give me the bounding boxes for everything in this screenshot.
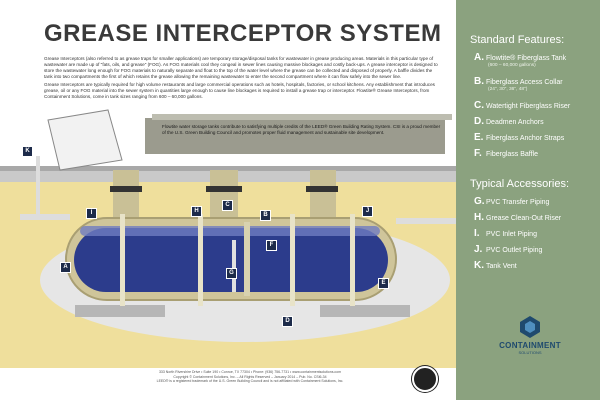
accessory-k: K.Tank Vent [474, 260, 517, 271]
feature-b: B.Fiberglass Access Collar (24", 30", 36… [474, 76, 563, 92]
label-k: K [22, 146, 33, 157]
anchor-strap-4 [350, 214, 355, 306]
label-f: F [266, 240, 277, 251]
tank-fluid [74, 228, 388, 292]
feature-label: Watertight Fiberglass Riser [486, 103, 571, 110]
poster-main: GREASE INTERCEPTOR SYSTEM Grease Interce… [0, 20, 456, 392]
outlet-pipe [396, 218, 456, 224]
accessory-j: J.PVC Outlet Piping [474, 244, 542, 255]
logo-name: CONTAINMENT [499, 341, 561, 350]
accessory-letter: J. [474, 244, 483, 255]
accessory-label: PVC Inlet Piping [486, 231, 537, 238]
typical-accessories-heading: Typical Accessories: [470, 178, 570, 190]
feature-d: D.Deadmen Anchors [474, 116, 544, 127]
transfer-pipe [232, 240, 236, 292]
feature-sub: (600 – 60,000 gallons) [488, 63, 536, 68]
accessory-label: Tank Vent [486, 263, 517, 270]
anchor-strap-2 [198, 214, 203, 306]
standard-features-heading: Standard Features: [470, 34, 565, 46]
label-g: G [226, 268, 237, 279]
accessory-label: PVC Transfer Piping [486, 199, 550, 206]
footer: 333 North Rivershire Drive • Suite 190 •… [100, 370, 400, 384]
feature-e: E.Fiberglass Anchor Straps [474, 132, 564, 143]
sidebar: Standard Features: A.Flowtite® Fiberglas… [456, 0, 600, 400]
feature-label: Fiberglass Access Collar [486, 79, 563, 86]
riser-left [113, 170, 139, 220]
building [145, 118, 445, 154]
accessory-i: I. PVC Inlet Piping [474, 228, 537, 239]
label-e: E [378, 278, 389, 289]
feature-letter: A. [474, 52, 484, 63]
accessory-letter: G. [474, 196, 485, 207]
feature-f: F. Fiberglass Baffle [474, 148, 538, 159]
feature-letter: E. [474, 132, 484, 143]
feature-letter: D. [474, 116, 484, 127]
riser-cap-right [306, 186, 338, 192]
label-b: B [260, 210, 271, 221]
feature-label: Fiberglass Anchor Straps [486, 135, 565, 142]
deadman-anchor-right [320, 305, 410, 317]
accessory-g: G.PVC Transfer Piping [474, 196, 549, 207]
intro-paragraph: Grease Interceptors (also referred to as… [44, 56, 438, 79]
feature-letter: C. [474, 100, 484, 111]
label-h: H [191, 206, 202, 217]
usage-paragraph: Grease Interceptors are typically requir… [44, 82, 435, 99]
feature-letter: F. [474, 148, 482, 159]
label-a: A [60, 262, 71, 273]
accessory-label: Grease Clean-Out Riser [486, 215, 562, 222]
accessory-label: PVC Outlet Piping [486, 247, 543, 254]
building-top [152, 114, 452, 120]
ground-top [0, 166, 456, 171]
riser-cap-left [110, 186, 142, 192]
usgbc-seal-icon [412, 366, 438, 392]
feature-label: Fiberglass Baffle [486, 151, 539, 158]
interceptor-diagram [0, 109, 456, 368]
accessory-letter: I. [474, 228, 480, 239]
label-i: I [86, 208, 97, 219]
riser-center [210, 170, 238, 220]
feature-sub: (24", 30", 36", 48") [488, 87, 528, 92]
feature-label: Deadmen Anchors [486, 119, 544, 126]
riser-cap-center [206, 186, 242, 192]
building-sketch [47, 109, 123, 171]
label-d: D [282, 316, 293, 327]
label-j: J [362, 206, 373, 217]
company-logo: CONTAINMENT SOLUTIONS [491, 315, 569, 355]
inlet-pipe [20, 214, 70, 220]
footer-line-3: LEED® is a registered trademark of the U… [156, 379, 344, 384]
logo-sub: SOLUTIONS [518, 350, 542, 355]
feature-c: C.Watertight Fiberglass Riser [474, 100, 570, 111]
anchor-strap-3 [290, 214, 295, 306]
riser-right [310, 170, 336, 220]
feature-letter: B. [474, 76, 484, 87]
feature-a: A.Flowtite® Fiberglass Tank (600 – 60,00… [474, 52, 566, 68]
accessory-h: H.Grease Clean-Out Riser [474, 212, 561, 223]
page-title: GREASE INTERCEPTOR SYSTEM [44, 20, 442, 47]
accessory-letter: K. [474, 260, 484, 271]
grease-layer [80, 226, 380, 236]
feature-label: Flowtite® Fiberglass Tank [486, 55, 567, 62]
baffle [244, 222, 250, 296]
tank-vent [36, 156, 40, 216]
leed-paragraph: Flowtite water storage tanks contribute … [162, 124, 441, 135]
anchor-strap-1 [120, 214, 125, 306]
deadman-anchor-left [75, 305, 165, 317]
logo-mark-icon [520, 316, 540, 338]
label-c: C [222, 200, 233, 211]
footer-line-2: Copyright © Containment Solutions, Inc. … [173, 374, 327, 379]
footer-line-1: 333 North Rivershire Drive • Suite 190 •… [158, 370, 342, 374]
accessory-letter: H. [474, 212, 484, 223]
